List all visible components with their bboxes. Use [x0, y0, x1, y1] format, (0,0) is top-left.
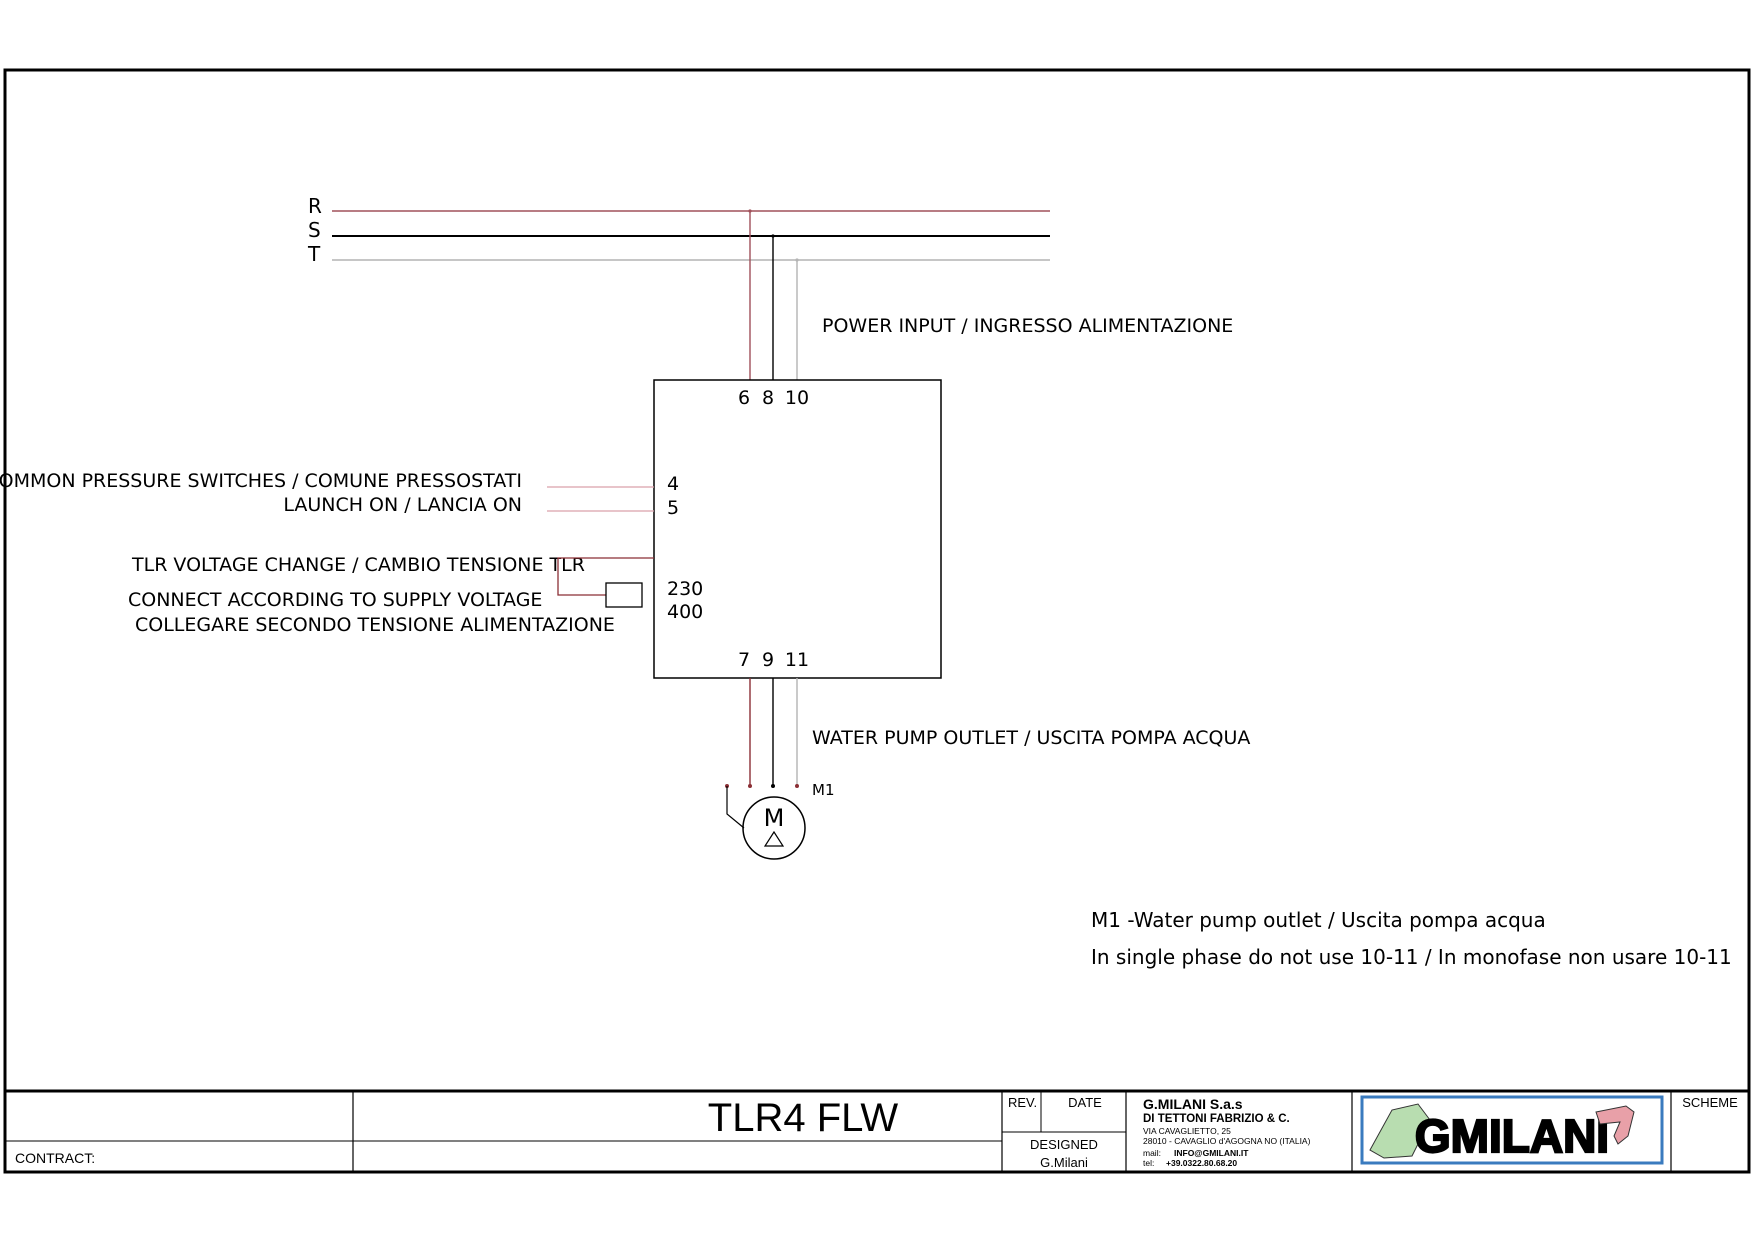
scheme-label: SCHEME: [1682, 1095, 1738, 1110]
contract-label: CONTRACT:: [15, 1150, 95, 1166]
junction-dot-t: [795, 258, 799, 262]
motor-circle: [742, 796, 806, 860]
connect-note-en: CONNECT ACCORDING TO SUPPLY VOLTAGE: [128, 589, 542, 611]
terminal-10: 10: [785, 387, 809, 409]
common-pressure-label: COMMON PRESSURE SWITCHES / COMUNE PRESSO…: [0, 470, 522, 492]
voltage-change-label: TLR VOLTAGE CHANGE / CAMBIO TENSIONE TLR: [131, 554, 585, 576]
terminal-8: 8: [762, 387, 774, 409]
note-m1: M1 -Water pump outlet / Uscita pompa acq…: [1091, 908, 1546, 932]
pump-outlet-label: WATER PUMP OUTLET / USCITA POMPA ACQUA: [812, 727, 1250, 749]
motor-letter: M: [764, 804, 785, 832]
junction-dot-s: [771, 234, 775, 238]
company-address-2: 28010 - CAVAGLIO d'AGOGNA NO (ITALIA): [1143, 1136, 1311, 1146]
terminal-11: 11: [785, 649, 809, 671]
date-label: DATE: [1068, 1095, 1102, 1110]
company-tel: +39.0322.80.68.20: [1166, 1158, 1237, 1168]
launch-on-label: LAUNCH ON / LANCIA ON: [283, 494, 522, 516]
company-address-1: VIA CAVAGLIETTO, 25: [1143, 1126, 1231, 1136]
motor-tag: M1: [812, 781, 835, 799]
terminal-230: 230: [667, 578, 703, 600]
terminal-5: 5: [667, 497, 679, 519]
motor-delta-icon: [763, 830, 785, 847]
designed-label: DESIGNED: [1030, 1137, 1098, 1152]
junction-dot-r: [748, 209, 752, 213]
terminal-6: 6: [738, 387, 750, 409]
control-box: [653, 379, 942, 679]
rev-label: REV.: [1008, 1095, 1037, 1110]
company-sub: DI TETTONI FABRIZIO & C.: [1143, 1113, 1290, 1125]
terminal-4: 4: [667, 473, 679, 495]
bus-label-r: R: [308, 194, 322, 218]
drawing-title: TLR4 FLW: [708, 1096, 899, 1140]
terminal-9: 9: [762, 649, 774, 671]
company-name: G.MILANI S.a.s: [1143, 1096, 1243, 1112]
motor-ground-wire: [726, 786, 745, 829]
title-block: CONTRACT: TLR4 FLW REV. DATE DESIGNED G.…: [5, 1089, 1749, 1172]
power-bus: R S T: [307, 194, 1050, 380]
mail-label: mail:: [1143, 1148, 1161, 1158]
terminal-400: 400: [667, 601, 703, 623]
designer-name: G.Milani: [1040, 1155, 1088, 1170]
logo-wordmark: GMILANI: [1415, 1110, 1609, 1162]
motor-lead-dot-7: [748, 784, 752, 788]
tel-label: tel:: [1143, 1158, 1154, 1168]
bus-label-t: T: [307, 242, 321, 266]
motor-lead-dot-11: [795, 784, 799, 788]
connect-note-it: COLLEGARE SECONDO TENSIONE ALIMENTAZIONE: [135, 614, 615, 636]
note-single-phase: In single phase do not use 10-11 / In mo…: [1091, 945, 1732, 969]
bus-label-s: S: [308, 218, 321, 242]
gmilani-logo: GMILANI: [1360, 1095, 1664, 1165]
logo-spray-wand-icon: [1595, 1105, 1635, 1145]
motor-symbol: M: [742, 796, 806, 860]
sheet-border: [3, 68, 1751, 1174]
logo-gun-icon: [1369, 1103, 1431, 1159]
company-mail: INFO@GMILANI.IT: [1174, 1148, 1249, 1158]
voltage-change-wire: [557, 557, 654, 596]
voltage-jumper: [605, 582, 643, 608]
motor-lead-dot-9: [771, 784, 775, 788]
terminal-7: 7: [738, 649, 750, 671]
power-input-label: POWER INPUT / INGRESSO ALIMENTAZIONE: [822, 315, 1233, 337]
